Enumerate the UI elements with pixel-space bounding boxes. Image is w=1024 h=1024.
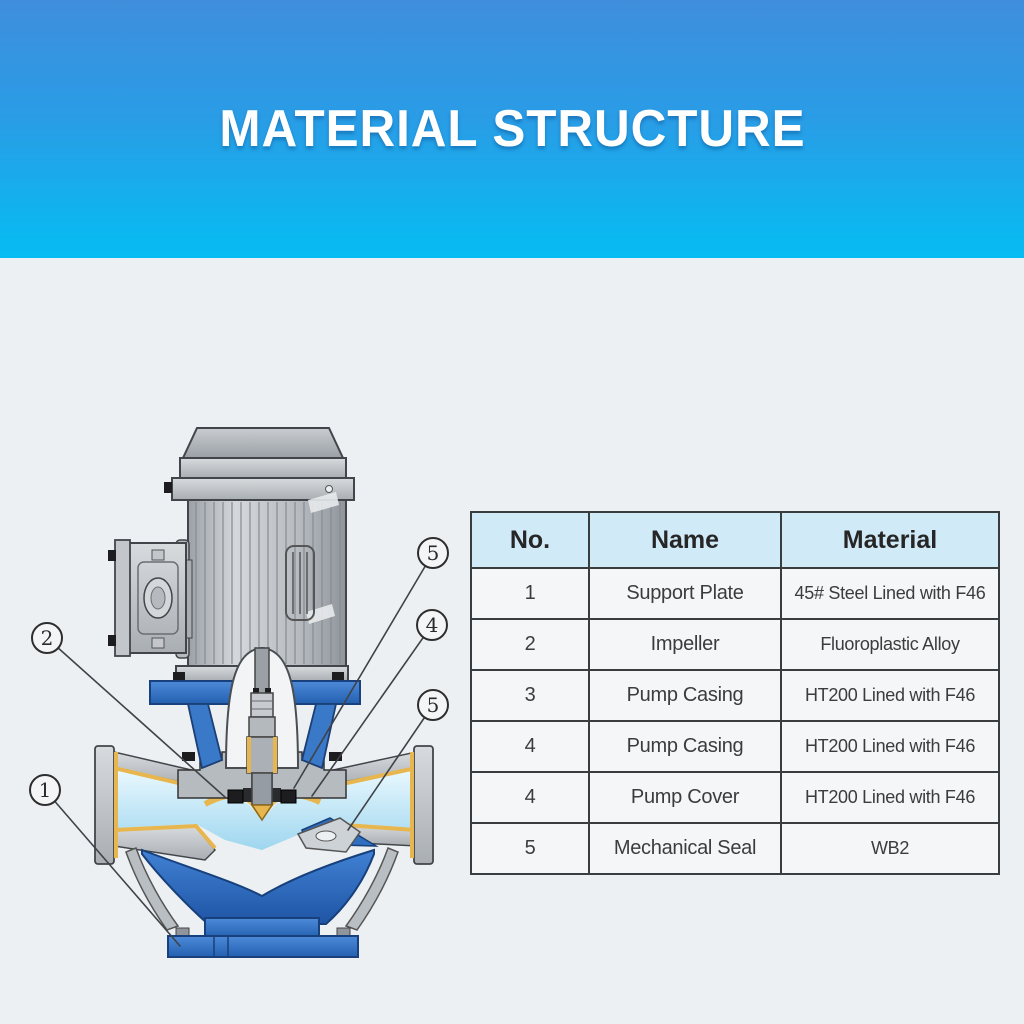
svg-text:4: 4 [426, 613, 439, 637]
flange-bolt [332, 672, 344, 681]
table-row: 4 Pump Cover HT200 Lined with F46 [470, 771, 1000, 824]
cell-name: Pump Casing [588, 720, 782, 773]
body-highlight [306, 604, 335, 624]
vent-grille [285, 545, 315, 621]
coupling [250, 692, 274, 718]
svg-text:1: 1 [39, 778, 52, 802]
terminal-bolt [151, 549, 165, 561]
callout-2: 2 [31, 622, 227, 799]
motor-group [108, 427, 361, 770]
cell-material: Fluoroplastic Alloy [780, 618, 1000, 671]
cell-material: WB2 [780, 822, 1000, 875]
column-header-material: Material [780, 511, 1000, 569]
outlet-flange [410, 745, 434, 865]
casing-web [296, 817, 362, 853]
table-row: 1 Support Plate 45# Steel Lined with F46 [470, 567, 1000, 620]
impeller-nut [250, 804, 274, 822]
flange-bolt [173, 672, 185, 681]
base-assembly [167, 917, 359, 958]
cell-material: HT200 Lined with F46 [780, 720, 1000, 773]
volute-body [141, 848, 375, 925]
cell-material: HT200 Lined with F46 [780, 771, 1000, 824]
cell-no: 4 [470, 720, 590, 773]
svg-text:5: 5 [427, 693, 440, 717]
motor-body [175, 492, 347, 667]
callout-4: 4 [311, 609, 448, 797]
callout-1: 1 [29, 774, 181, 947]
support-strut-right [300, 703, 338, 770]
cell-name: Mechanical Seal [588, 822, 782, 875]
shaft-sleeve [248, 716, 276, 738]
terminal-tab [108, 550, 116, 561]
table-row: 4 Pump Casing HT200 Lined with F46 [470, 720, 1000, 773]
cell-no: 3 [470, 669, 590, 722]
callout-5-bottom: 5 [347, 689, 449, 831]
casing-skirt-right [344, 847, 399, 931]
callout-5-top: 5 [293, 537, 449, 789]
cover-bolt [329, 752, 342, 761]
shaft-assembly [246, 647, 278, 822]
terminal-tab [108, 635, 116, 646]
header-banner: MATERIAL STRUCTURE [0, 0, 1024, 258]
terminal-box [108, 539, 193, 657]
lining-strip [113, 823, 217, 850]
band-tab [164, 482, 172, 493]
seal-gland [280, 789, 297, 804]
materials-table: No. Name Material 1 Support Plate 45# St… [470, 511, 1000, 875]
svg-text:2: 2 [41, 626, 54, 650]
callouts: 2 1 5 4 5 [29, 537, 449, 947]
cell-name: Impeller [588, 618, 782, 671]
motor-band-upper [179, 457, 347, 479]
table-row: 3 Pump Casing HT200 Lined with F46 [470, 669, 1000, 722]
cell-material: HT200 Lined with F46 [780, 669, 1000, 722]
support-strut-left [186, 703, 224, 770]
pump-shaft [251, 772, 273, 806]
column-header-no: No. [470, 511, 590, 569]
cell-no: 2 [470, 618, 590, 671]
cell-no: 5 [470, 822, 590, 875]
mechanical-seal [246, 736, 278, 774]
cell-name: Support Plate [588, 567, 782, 620]
cell-no: 1 [470, 567, 590, 620]
body-highlight [308, 492, 339, 513]
seal-gland [227, 789, 244, 804]
pump-diagram: 2 1 5 4 5 [29, 427, 449, 958]
column-header-name: Name [588, 511, 782, 569]
pump-diagram-area: 2 1 5 4 5 [0, 400, 470, 980]
band-bolt [325, 485, 333, 493]
cell-name: Pump Cover [588, 771, 782, 824]
table-row: 5 Mechanical Seal WB2 [470, 822, 1000, 875]
table-row: 2 Impeller Fluoroplastic Alloy [470, 618, 1000, 671]
svg-text:5: 5 [427, 541, 440, 565]
motor-shaft [254, 647, 270, 695]
page-title: MATERIAL STRUCTURE [218, 100, 806, 158]
table-header-row: No. Name Material [470, 511, 1000, 569]
cell-material: 45# Steel Lined with F46 [780, 567, 1000, 620]
cell-no: 4 [470, 771, 590, 824]
fan-cover [181, 427, 345, 459]
base-flange [167, 935, 359, 958]
inlet-flange [94, 745, 118, 865]
cell-name: Pump Casing [588, 669, 782, 722]
cover-bolt [182, 752, 195, 761]
terminal-bolt [151, 637, 165, 649]
terminal-plate [114, 539, 131, 657]
